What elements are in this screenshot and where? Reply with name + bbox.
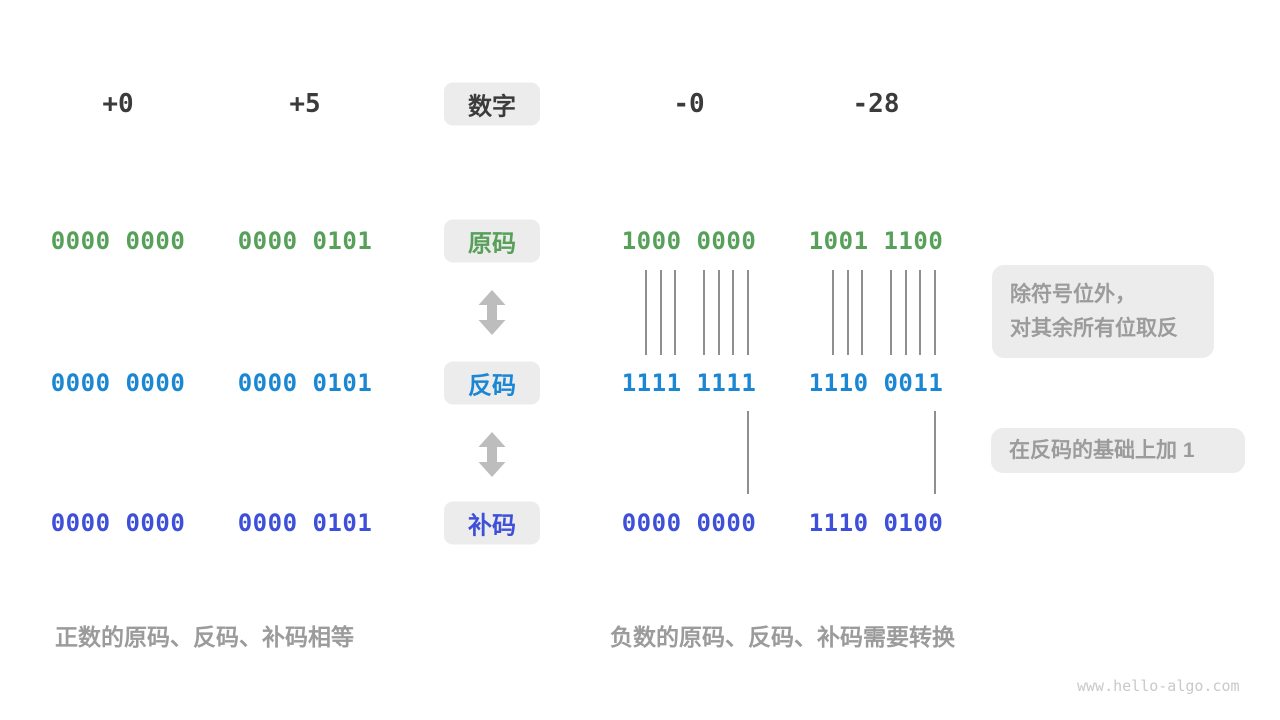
- invert-annotation-line2: 对其余所有位取反: [1010, 316, 1178, 340]
- bit-invert-line: [847, 270, 849, 355]
- bit-invert-line: [919, 270, 921, 355]
- bit-invert-line: [934, 270, 936, 355]
- column-header-minus0: -0: [673, 89, 705, 119]
- bit-invert-line: [718, 270, 720, 355]
- bit-invert-line: [732, 270, 734, 355]
- binary-value: 0000 0000: [50, 227, 186, 255]
- bit-invert-line: [660, 270, 662, 355]
- add-one-line: [934, 411, 936, 494]
- bit-invert-line: [890, 270, 892, 355]
- watermark: www.hello-algo.com: [1077, 677, 1240, 695]
- binary-value: 0000 0000: [50, 369, 186, 397]
- positive-caption: 正数的原码、反码、补码相等: [55, 624, 354, 650]
- invert-annotation: 除符号位外， 对其余所有位取反: [992, 265, 1214, 358]
- negative-caption: 负数的原码、反码、补码需要转换: [610, 624, 955, 650]
- sign-magnitude-chip: 原码: [444, 219, 540, 263]
- column-header-plus0: +0: [102, 89, 134, 119]
- bit-invert-line: [861, 270, 863, 355]
- twos-complement-chip: 补码: [444, 501, 540, 545]
- column-header-minus28: -28: [852, 89, 900, 119]
- binary-value: 1000 0000: [621, 227, 757, 255]
- bit-invert-line: [703, 270, 705, 355]
- bit-invert-line: [674, 270, 676, 355]
- add-one-annotation: 在反码的基础上加 1: [991, 428, 1245, 473]
- ones-complement-chip: 反码: [444, 361, 540, 405]
- binary-value: 1110 0100: [808, 509, 944, 537]
- bit-invert-line: [905, 270, 907, 355]
- add-one-line: [747, 411, 749, 494]
- binary-value: 1111 1111: [621, 369, 757, 397]
- column-header-plus5: +5: [289, 89, 321, 119]
- binary-value: 1001 1100: [808, 227, 944, 255]
- binary-value: 0000 0101: [237, 227, 373, 255]
- binary-value: 0000 0000: [621, 509, 757, 537]
- updown-arrow-icon: [478, 290, 506, 340]
- updown-arrow-icon: [478, 432, 506, 482]
- binary-value: 1110 0011: [808, 369, 944, 397]
- binary-value: 0000 0101: [237, 369, 373, 397]
- invert-annotation-line1: 除符号位外，: [1010, 282, 1136, 306]
- binary-value: 0000 0101: [237, 509, 373, 537]
- number-label-chip: 数字: [444, 82, 540, 126]
- add-one-annotation-text: 在反码的基础上加 1: [1009, 438, 1195, 462]
- bit-invert-line: [645, 270, 647, 355]
- bit-invert-line: [832, 270, 834, 355]
- bit-invert-line: [747, 270, 749, 355]
- binary-value: 0000 0000: [50, 509, 186, 537]
